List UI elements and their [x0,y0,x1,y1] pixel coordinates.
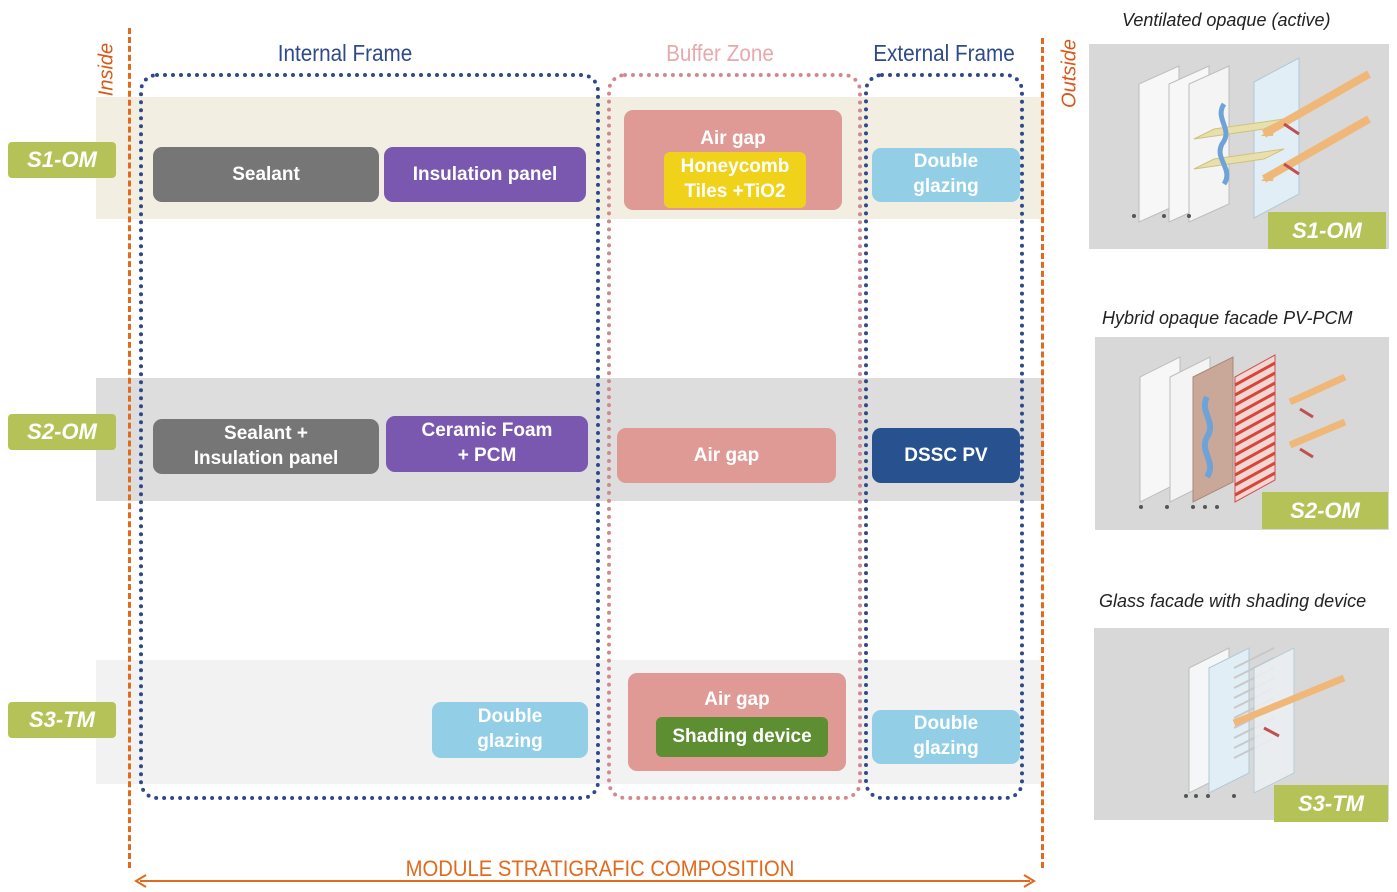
panel-tag-s3-tm: S3-TM [1274,785,1388,822]
module-composition-title: MODULE STRATIGRAFIC COMPOSITION [405,856,795,881]
internal-frame-outline [139,73,600,800]
panel-s3-illustration [1094,628,1389,820]
buffer-zone-title: Buffer Zone [666,40,774,66]
s2-air-gap-box: Air gap [617,428,836,483]
s3-air-gap-label: Air gap [704,689,770,710]
s1-insulation-panel-box: Insulation panel [384,147,586,202]
row-tag-s2-om: S2-OM [8,414,116,450]
inside-boundary-line [128,28,131,868]
s1-air-gap-label: Air gap [700,128,766,149]
panel-s1-illustration [1089,44,1389,249]
row-tag-s1-om: S1-OM [8,142,116,178]
outside-label: Outside [1058,39,1081,108]
s1-sealant-box: Sealant [153,147,379,202]
s2-dssc-pv-box: DSSC PV [872,428,1020,483]
outside-boundary-line [1041,38,1044,868]
s2-sealant-insulation-box: Sealant + Insulation panel [153,419,379,474]
panel-title-s1: Ventilated opaque (active) [1122,10,1331,30]
external-frame-title: External Frame [873,40,1015,66]
internal-frame-title: Internal Frame [277,40,413,66]
panel-tag-s2-om: S2-OM [1262,492,1388,529]
row-tag-s3-tm: S3-TM [8,702,116,738]
external-frame-outline [864,73,1024,800]
composition-axis-arrow [134,874,1036,888]
panel-title-s3: Glass facade with shading device [1099,591,1367,611]
s3-shading-device-box: Shading device [656,717,828,757]
panel-tag-s1-om: S1-OM [1268,212,1386,249]
s2-ceramic-foam-pcm-box: Ceramic Foam + PCM [386,416,588,472]
s1-double-glazing-box: Double glazing [872,148,1020,202]
panel-title-s2: Hybrid opaque facade PV-PCM [1102,308,1353,328]
s3-internal-double-glazing-box: Double glazing [432,702,588,758]
s1-honeycomb-box: Honeycomb Tiles +TiO2 [664,152,806,208]
inside-label: Inside [95,42,118,97]
buffer-zone-outline [607,73,862,800]
s3-external-double-glazing-box: Double glazing [872,710,1020,764]
